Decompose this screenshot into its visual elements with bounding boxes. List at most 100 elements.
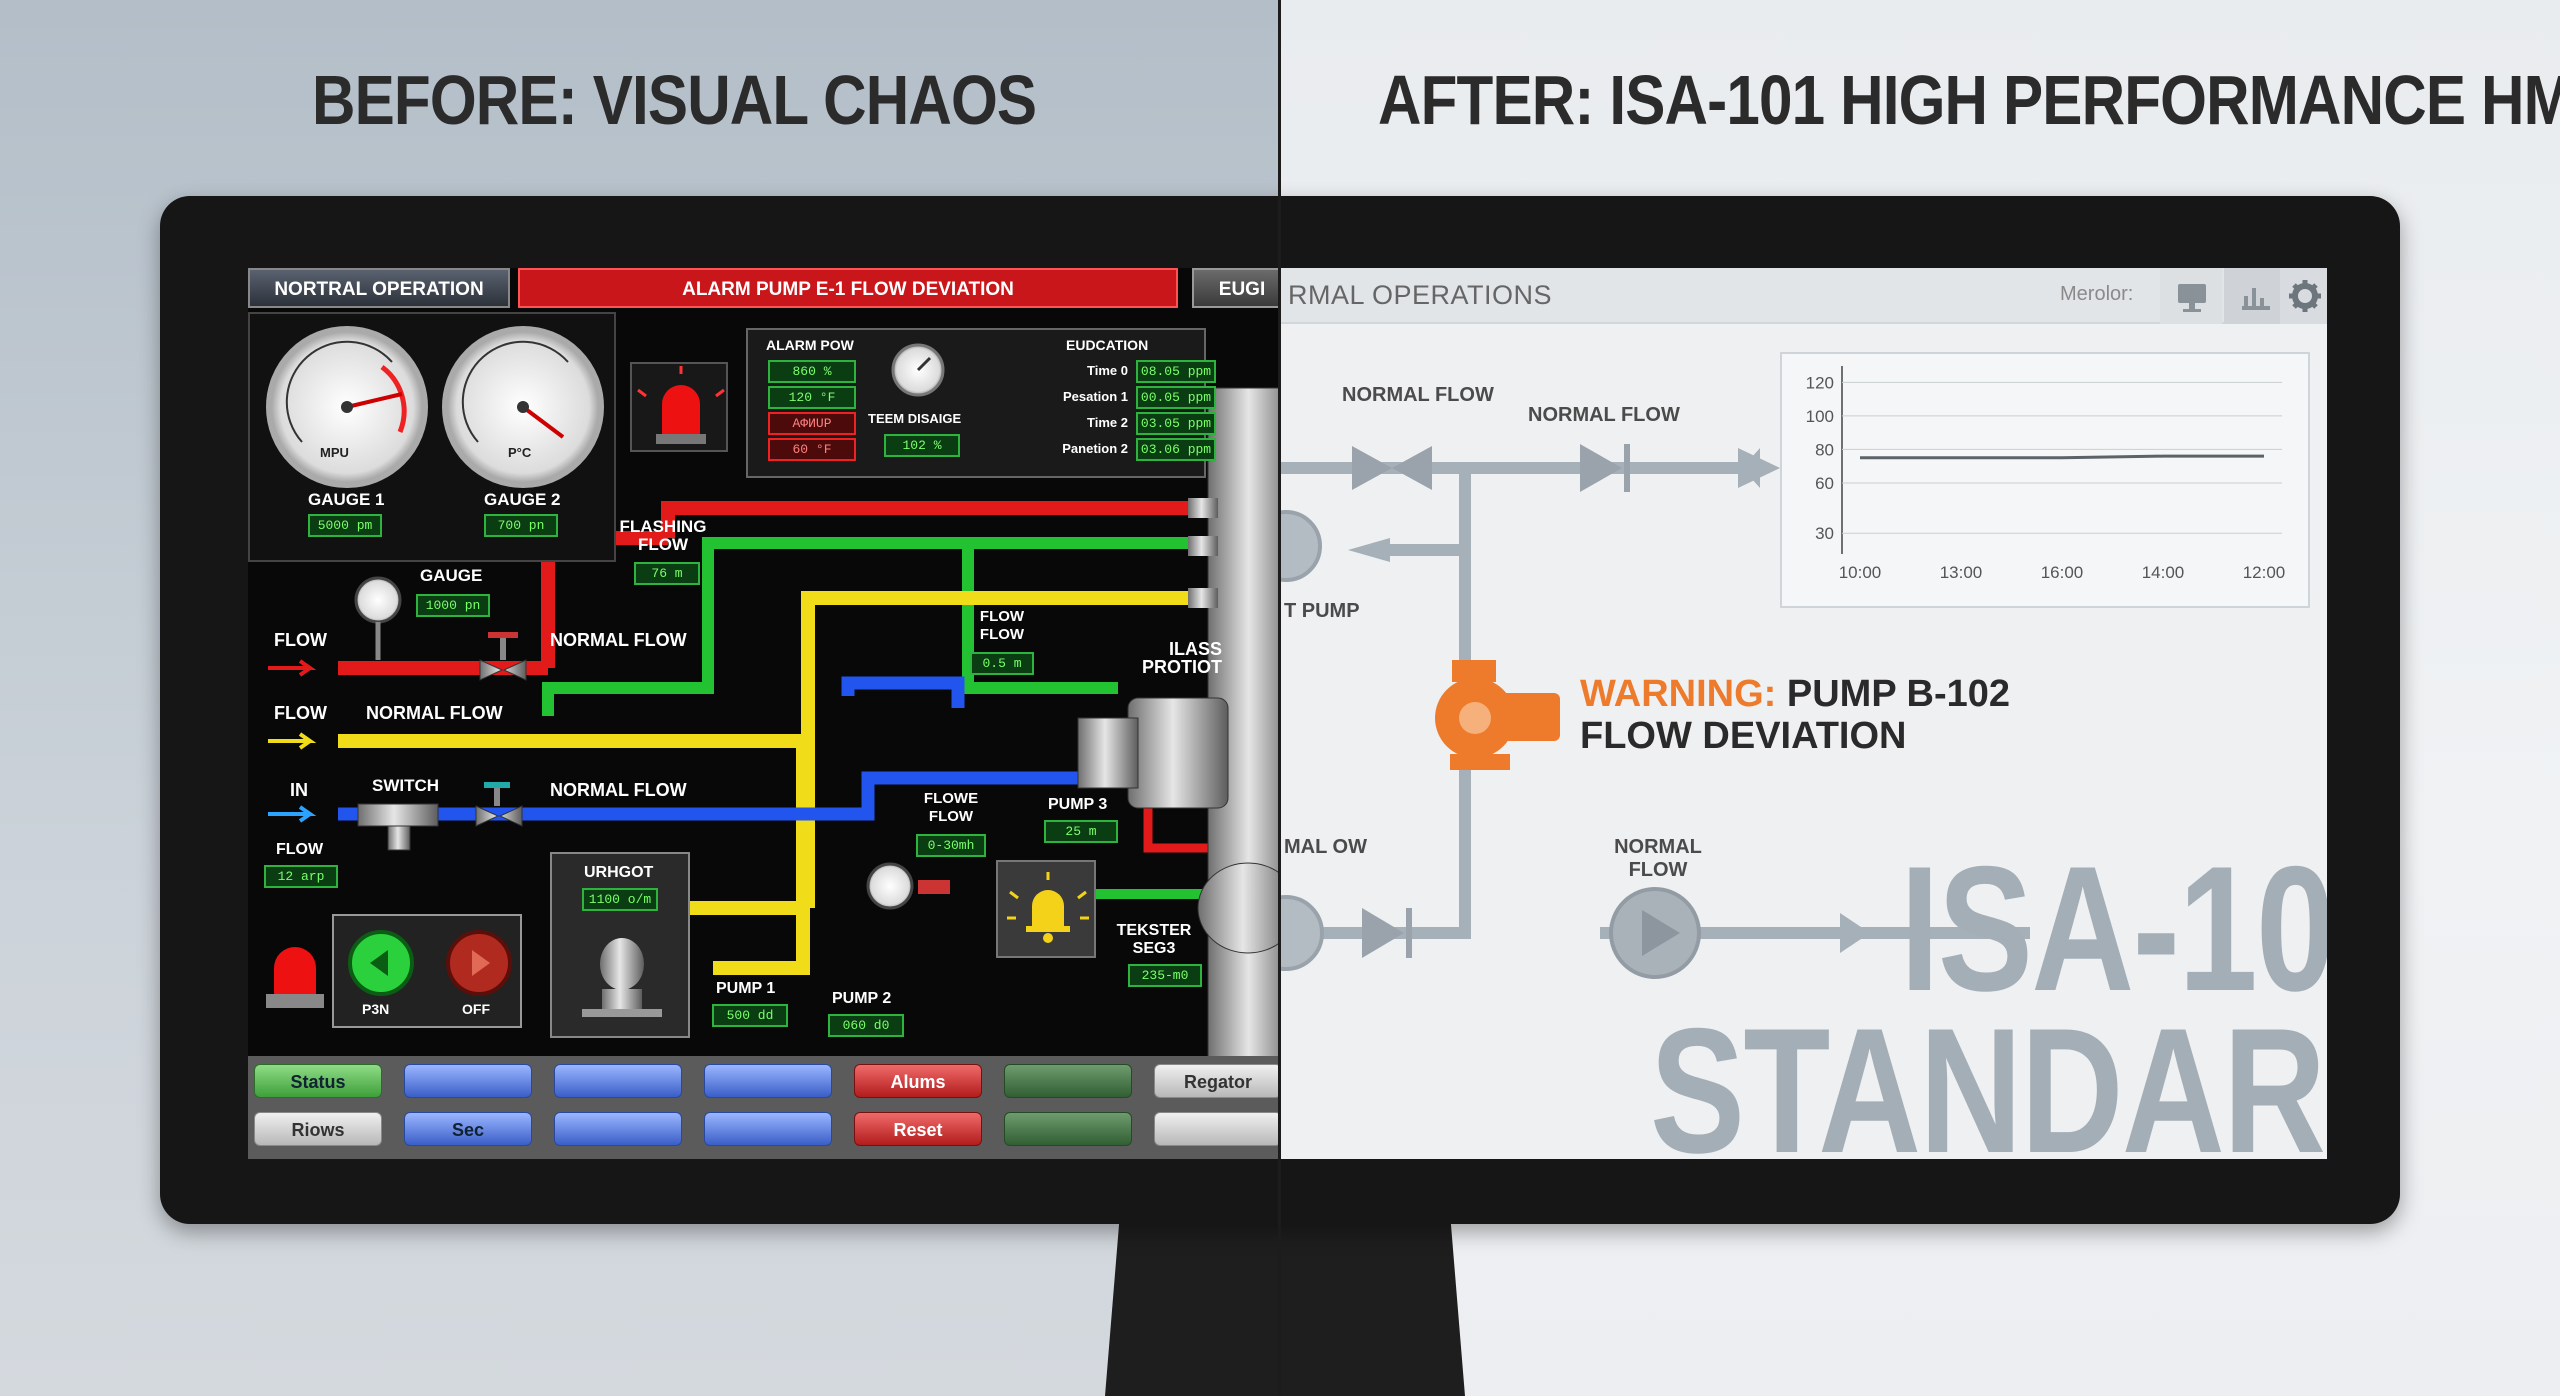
education-row-3-label: Time 2 <box>1087 415 1128 430</box>
flow-label-2: FLOW <box>274 703 327 723</box>
flow-value-3: 12 arp <box>264 865 338 888</box>
x-tick-label: 16:00 <box>2041 563 2084 582</box>
flow-label-1: FLOW <box>274 630 327 650</box>
valve-icon-1 <box>1352 446 1432 490</box>
y-tick-label: 80 <box>1815 440 1834 459</box>
valve-icon-2 <box>1580 444 1622 492</box>
gray-button[interactable] <box>1154 1112 1280 1146</box>
gauge-2-unit: P°C <box>508 445 532 460</box>
alarm-pump-icon <box>1435 660 1560 770</box>
education-row-2-value: 00.05 ppm <box>1136 386 1216 409</box>
flow-arrow-1 <box>1738 448 1780 488</box>
urhgot-panel <box>550 852 690 1038</box>
riows-button[interactable]: Riows <box>254 1112 382 1146</box>
valve-1 <box>479 632 527 681</box>
blue-button-4[interactable] <box>554 1112 682 1146</box>
blue-pipe <box>338 676 1118 821</box>
legacy-hmi-screen: NORTRAL OPERATION ALARM PUMP E-1 FLOW DE… <box>248 268 1280 1159</box>
watermark-line-1: ISA-101 <box>1900 829 2327 1028</box>
gauge-label: GAUGE <box>420 566 483 585</box>
alarm-banner[interactable]: ALARM PUMP E-1 FLOW DEVIATION <box>518 268 1178 308</box>
monitor-label: Merolor: <box>2060 283 2134 305</box>
pump2-value: 060 d0 <box>828 1014 904 1037</box>
gauge-1-unit: MPU <box>320 445 349 460</box>
gear-icon[interactable] <box>2280 268 2327 324</box>
alarm-pow-title: ALARM POW <box>766 337 854 353</box>
warning-line-2: FLOW DEVIATION <box>1580 715 1907 757</box>
blue-button-2[interactable] <box>554 1064 682 1098</box>
blue-button-5[interactable] <box>704 1112 832 1146</box>
gauge-value: 1000 pn <box>416 594 490 617</box>
monitor-icon[interactable] <box>2160 268 2222 324</box>
regator-button[interactable]: Regator <box>1154 1064 1280 1098</box>
alarm-beacon-icon <box>637 366 725 444</box>
stop-label: OFF <box>462 1001 490 1017</box>
alarm-pow-value-2: 120 °F <box>768 386 856 409</box>
isa101-hmi-screen: RMAL OPERATIONS Merolor: <box>1280 268 2327 1159</box>
pump-icon-2 <box>1280 895 1324 971</box>
tekster-value: 235-m0 <box>1128 964 1202 987</box>
gauge-1-label: GAUGE 1 <box>308 490 385 509</box>
flow-arrow-2 <box>1348 538 1390 562</box>
y-tick-label: 120 <box>1806 373 1834 392</box>
start-label: P3N <box>362 1001 390 1017</box>
warning-prefix: WARNING: <box>1580 673 1777 715</box>
start-button[interactable] <box>346 928 416 998</box>
switch-label: SWITCH <box>372 776 440 795</box>
status-button[interactable]: Status <box>254 1064 382 1098</box>
monitor-stand <box>1105 1220 1465 1396</box>
normal-flow-label-c: NORMAL FLOW <box>1614 836 1702 881</box>
normal-flow-label-2: NORMAL FLOW <box>366 703 503 723</box>
x-tick-label: 14:00 <box>2142 563 2185 582</box>
gauge-1-readout: 5000 pm <box>308 514 382 537</box>
bell-alarm-box[interactable] <box>996 860 1096 958</box>
y-tick-label: 100 <box>1806 407 1834 426</box>
valve-2 <box>475 782 523 827</box>
education-title: EUDCATION <box>1066 337 1149 353</box>
dark-green-button-1[interactable] <box>1004 1064 1132 1098</box>
reset-button[interactable]: Reset <box>854 1112 982 1146</box>
y-tick-label: 60 <box>1815 474 1834 493</box>
sec-button[interactable]: Sec <box>404 1112 532 1146</box>
extra-tab[interactable]: EUGI <box>1192 268 1280 308</box>
process-diagram <box>268 387 1280 1159</box>
ilass-protiot-label: ILASS PROTIOT <box>1142 639 1222 677</box>
status-tab[interactable]: NORTRAL OPERATION <box>248 268 510 308</box>
hmi-header: RMAL OPERATIONS Merolor: <box>1280 268 2327 324</box>
process-schematic <box>1280 444 2030 979</box>
alarms-button[interactable]: Alums <box>854 1064 982 1098</box>
temp-disage-title: TEEM DISAIGE <box>868 411 962 426</box>
x-tick-label: 12:00 <box>2243 563 2286 582</box>
heading-after: AFTER: ISA-101 HIGH PERFORMANCE HMI <box>1378 61 2560 139</box>
operations-title: RMAL OPERATIONS <box>1288 280 1553 310</box>
flow-mid-label: FLOW FLOW <box>979 608 1025 643</box>
education-row-2-label: Pesation 1 <box>1062 389 1128 404</box>
blue-button-3[interactable] <box>704 1064 832 1098</box>
watermark-line-2: STANDARD <box>1650 991 2327 1159</box>
warning-beacon-icon <box>266 947 324 1008</box>
bell-icon <box>1007 872 1089 943</box>
stop-button[interactable] <box>444 928 514 998</box>
blue-button-1[interactable] <box>404 1064 532 1098</box>
chart-icon[interactable] <box>2224 268 2286 324</box>
warning-line-1: PUMP B-102 <box>1786 673 2011 715</box>
education-row-1-label: Time 0 <box>1087 363 1128 378</box>
gauge-1-dial <box>266 326 428 488</box>
switch-fitting <box>357 803 439 827</box>
flow-mid-value: 0.5 m <box>970 652 1034 675</box>
heading-before: BEFORE: VISUAL CHAOS <box>312 61 1037 139</box>
in-label: IN <box>290 780 308 800</box>
gauge-2-dial <box>442 326 604 488</box>
normal-flow-label-a: NORMAL FLOW <box>1342 384 1494 406</box>
tank-icon <box>582 938 662 1017</box>
t-pump-label: T PUMP <box>1284 600 1360 622</box>
warning-message: WARNING: PUMP B-102 FLOW DEVIATION <box>1580 673 2010 757</box>
education-row-4-label: Panetion 2 <box>1062 441 1128 456</box>
y-tick-label: 30 <box>1815 524 1834 543</box>
pump3-label: PUMP 3 <box>1048 796 1108 813</box>
gauge-2-readout: 700 pn <box>484 514 558 537</box>
inline-gauge <box>354 576 402 624</box>
dark-green-button-2[interactable] <box>1004 1112 1132 1146</box>
